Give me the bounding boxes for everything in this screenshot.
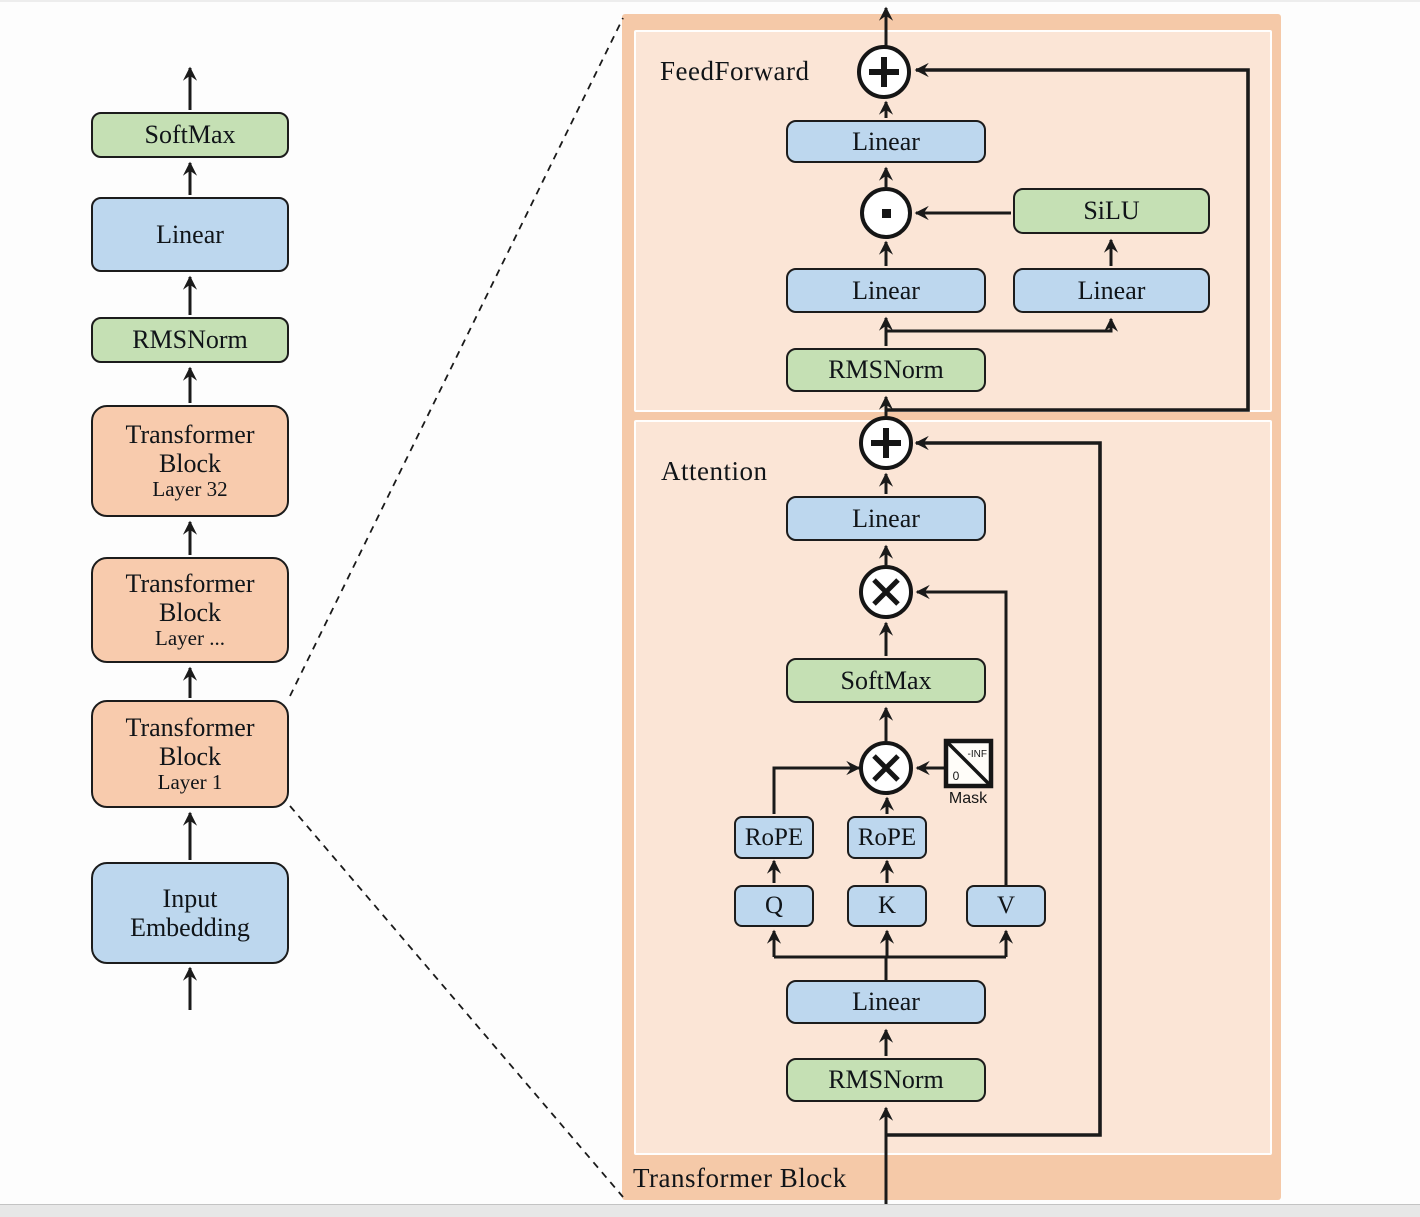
expansion-dashed-lines: [289, 17, 624, 1198]
ff-up-linear-text: Linear: [1077, 275, 1146, 305]
q-text: Q: [764, 892, 784, 919]
k-box: K: [847, 885, 927, 927]
rope-k-box: RoPE: [847, 816, 927, 859]
block32-line2: Block: [158, 449, 222, 479]
ff-up-linear-box: Linear: [1013, 268, 1210, 313]
transformer-block-32: Transformer Block Layer 32: [91, 405, 289, 517]
blockN-line2: Block: [158, 598, 222, 628]
feedforward-label: FeedForward: [660, 56, 810, 86]
embedding-line1: Input: [162, 883, 218, 913]
input-embedding-box: Input Embedding: [91, 862, 289, 964]
left-softmax-box: SoftMax: [91, 112, 289, 158]
left-linear-text: Linear: [156, 219, 224, 249]
transformer-block-1: Transformer Block Layer 1: [91, 700, 289, 808]
block32-line1: Transformer: [125, 420, 255, 450]
rope-k-text: RoPE: [857, 823, 917, 851]
left-softmax-text: SoftMax: [144, 120, 236, 150]
rope-q-box: RoPE: [734, 816, 814, 859]
attn-softmax-text: SoftMax: [840, 665, 932, 695]
frame-bottom-edge: [0, 1204, 1420, 1217]
blockN-line1: Transformer: [125, 569, 255, 599]
attn-qkv-linear-box: Linear: [786, 980, 986, 1024]
left-rmsnorm-box: RMSNorm: [91, 317, 289, 363]
dashed-line-top: [289, 17, 624, 697]
block1-layer: Layer 1: [157, 770, 223, 795]
rope-q-text: RoPE: [744, 823, 804, 851]
transformer-block-label: Transformer Block: [633, 1163, 847, 1193]
k-text: K: [877, 892, 897, 919]
attn-rmsnorm-box: RMSNorm: [786, 1058, 986, 1102]
blockN-layer: Layer ...: [155, 626, 225, 651]
ff-out-linear-text: Linear: [852, 126, 920, 156]
ff-rmsnorm-text: RMSNorm: [828, 355, 944, 385]
transformer-block-n: Transformer Block Layer ...: [91, 557, 289, 663]
v-text: V: [996, 892, 1016, 919]
block32-layer: Layer 32: [152, 477, 228, 502]
dashed-line-bottom: [289, 805, 624, 1198]
block1-line1: Transformer: [125, 713, 255, 743]
ff-silu-box: SiLU: [1013, 188, 1210, 234]
q-box: Q: [734, 885, 814, 927]
attn-out-linear-box: Linear: [786, 496, 986, 541]
attn-qkv-linear-text: Linear: [852, 987, 920, 1017]
attn-softmax-box: SoftMax: [786, 658, 986, 703]
ff-rmsnorm-box: RMSNorm: [786, 348, 986, 392]
ff-gate-linear-box: Linear: [786, 268, 986, 313]
ff-silu-text: SiLU: [1083, 196, 1140, 226]
left-linear-box: Linear: [91, 197, 289, 272]
v-box: V: [966, 885, 1046, 927]
left-rmsnorm-text: RMSNorm: [132, 325, 248, 355]
attn-out-linear-text: Linear: [852, 503, 920, 533]
embedding-line2: Embedding: [130, 913, 250, 942]
block1-line2: Block: [158, 742, 222, 772]
frame-top-edge: [0, 0, 1420, 2]
ff-gate-linear-text: Linear: [852, 275, 920, 305]
ff-out-linear-box: Linear: [786, 120, 986, 163]
attention-label: Attention: [661, 456, 768, 486]
attn-rmsnorm-text: RMSNorm: [828, 1065, 944, 1095]
